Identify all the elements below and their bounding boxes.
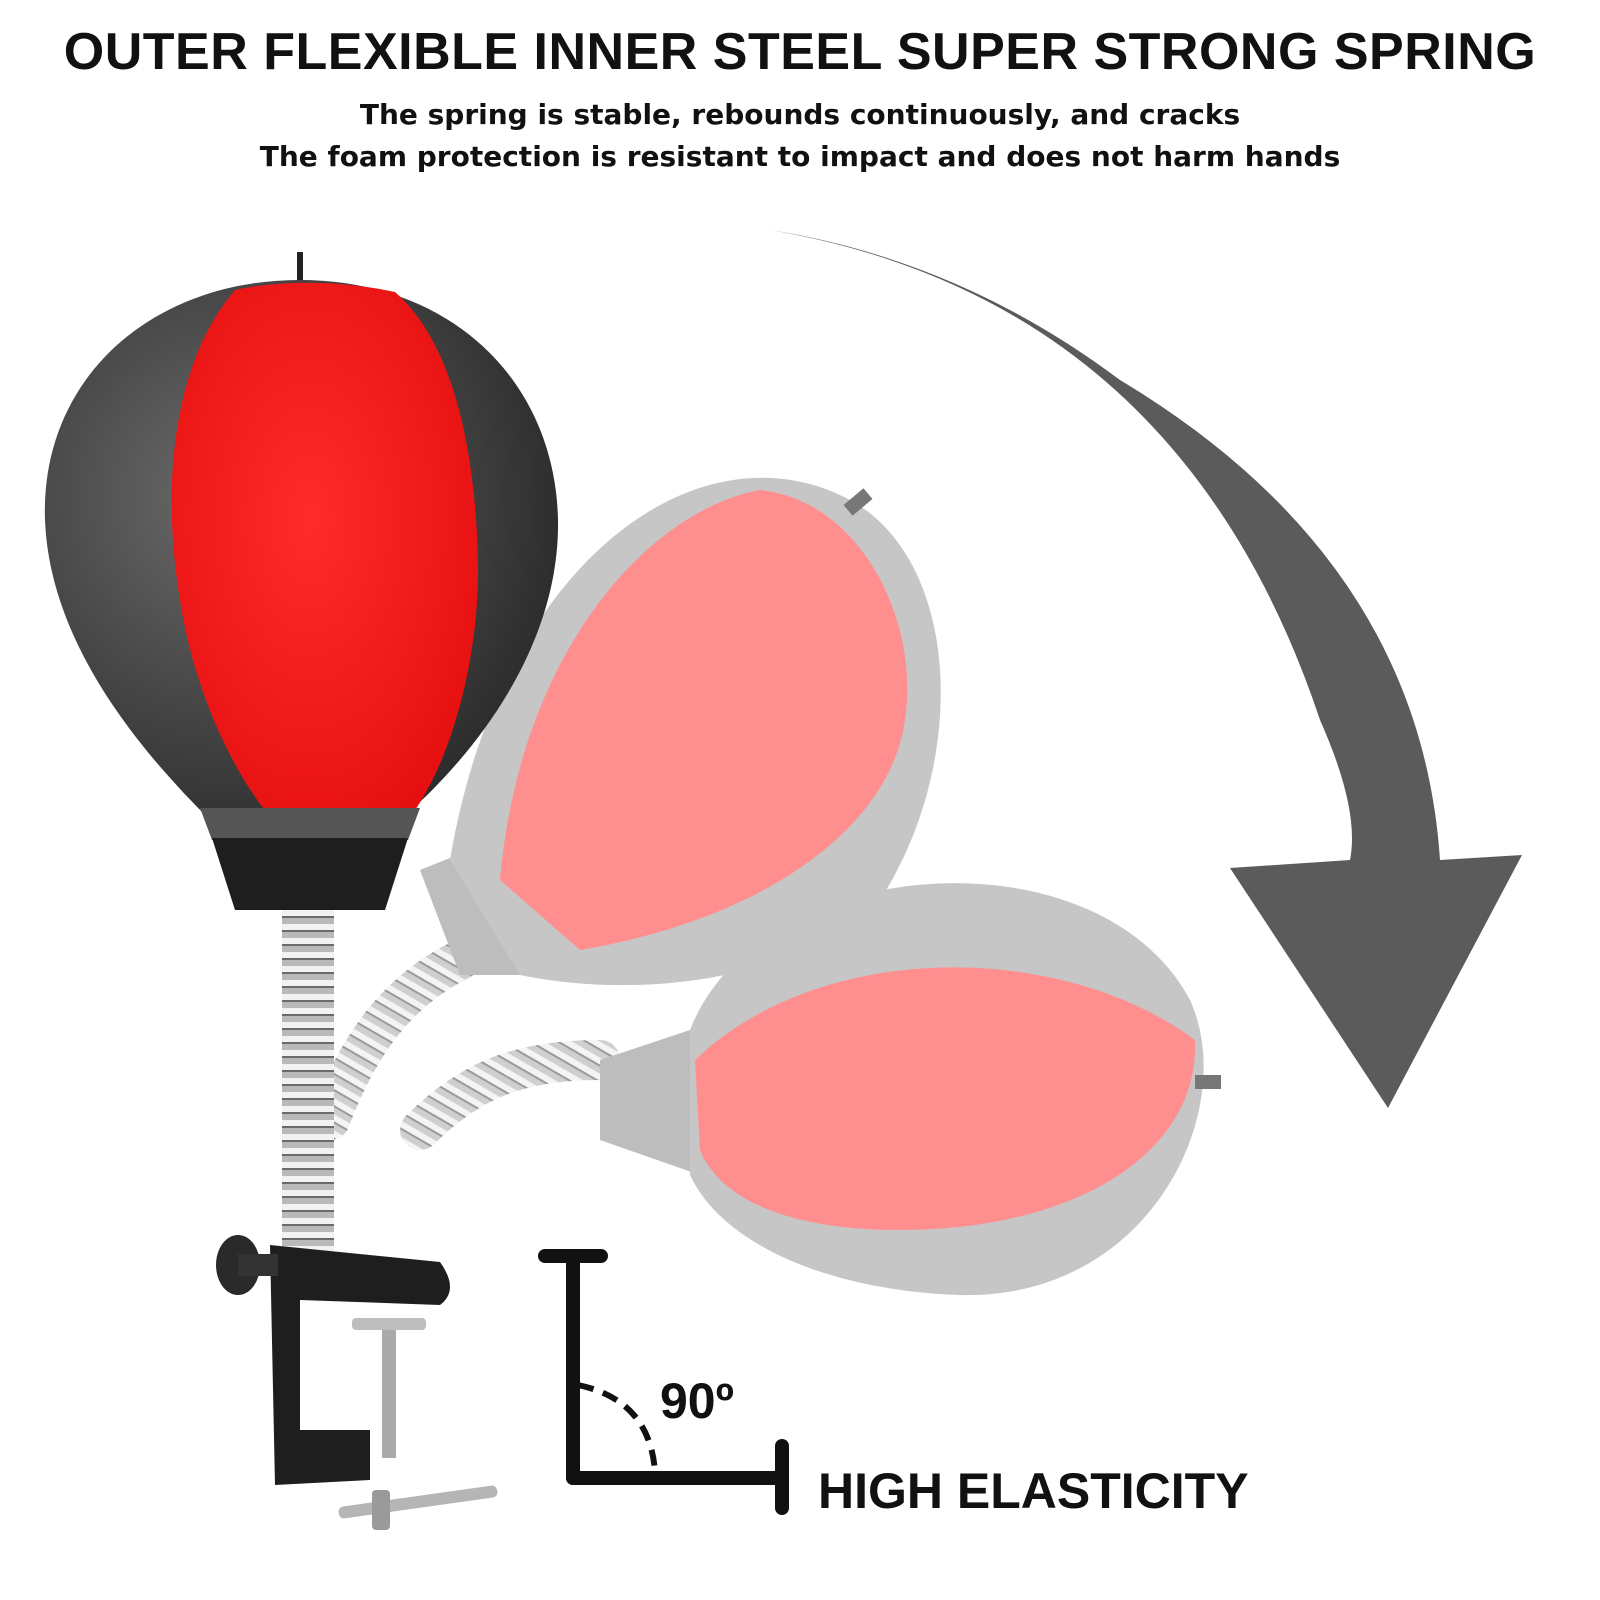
angle-arc (577, 1382, 658, 1473)
right-angle-icon (538, 1249, 789, 1515)
subline-foam: The foam protection is resistant to impa… (259, 140, 1341, 173)
main-punching-ball (44, 252, 559, 910)
headline: OUTER FLEXIBLE INNER STEEL SUPER STRONG … (63, 23, 1537, 81)
angle-label: 90º (660, 1373, 734, 1429)
ghost-ball-tilted (310, 477, 941, 1140)
main-spring (282, 900, 334, 1260)
motion-arrow (770, 230, 1522, 1108)
high-elasticity-label: HIGH ELASTICITY (818, 1463, 1249, 1519)
ghost-ball-horizontal (400, 883, 1221, 1296)
subline-spring: The spring is stable, rebounds continuou… (359, 98, 1241, 131)
table-clamp (216, 1235, 498, 1530)
